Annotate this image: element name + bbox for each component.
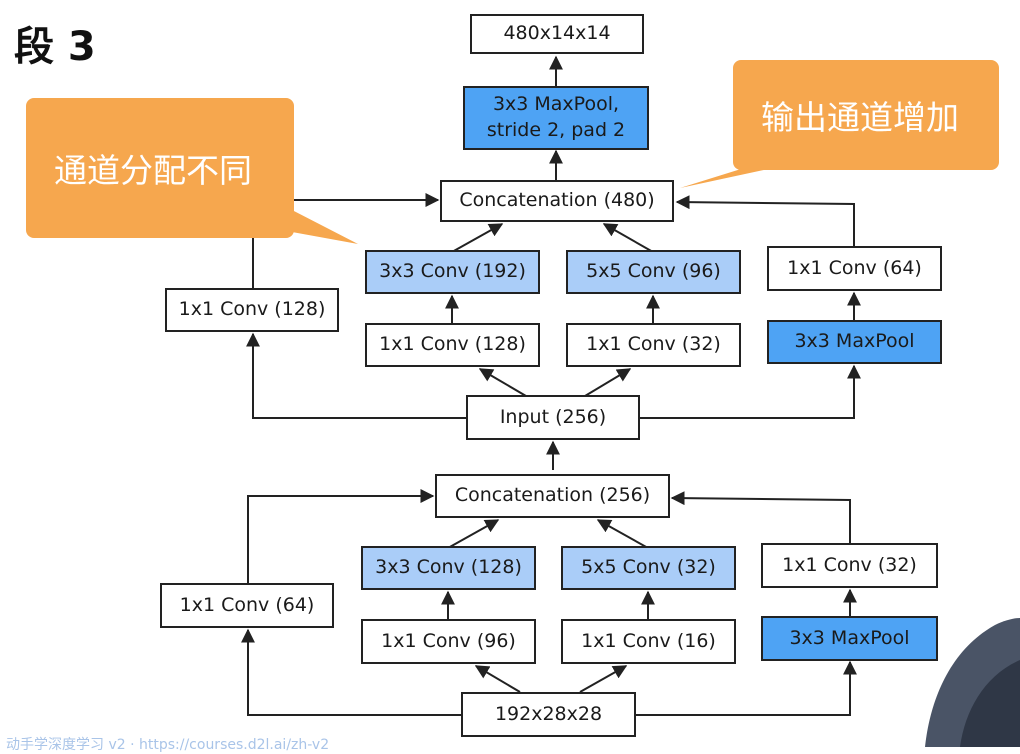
lower-branch3-conv5x5: 5x5 Conv (32) <box>561 546 736 590</box>
upper-branch2-conv1x1: 1x1 Conv (128) <box>365 323 540 367</box>
lower-concat-box: Concatenation (256) <box>435 474 670 518</box>
upper-branch4-conv1x1: 1x1 Conv (64) <box>767 246 942 291</box>
slide-title: 段 3 <box>14 24 96 70</box>
upper-branch3-conv1x1: 1x1 Conv (32) <box>566 323 741 367</box>
callout-right: 输出通道增加 <box>733 60 999 170</box>
upper-branch2-conv3x3: 3x3 Conv (192) <box>365 250 540 294</box>
upper-branch1-conv1x1: 1x1 Conv (128) <box>165 288 339 332</box>
lower-input-box: 192x28x28 <box>461 692 636 737</box>
upper-output-box: 480x14x14 <box>470 14 644 54</box>
callout-right-text: 输出通道增加 <box>761 98 959 137</box>
callout-left-text: 通道分配不同 <box>54 151 252 190</box>
callout-left: 通道分配不同 <box>26 98 294 238</box>
lower-branch3-conv1x1: 1x1 Conv (16) <box>561 619 736 664</box>
footer-caption: 动手学深度学习 v2 · https://courses.d2l.ai/zh-v… <box>6 737 330 753</box>
upper-input-box: Input (256) <box>466 395 640 440</box>
lower-branch4-maxpool: 3x3 MaxPool <box>761 616 938 661</box>
lower-branch2-conv1x1: 1x1 Conv (96) <box>361 619 536 664</box>
lower-branch1-conv1x1: 1x1 Conv (64) <box>160 583 334 628</box>
lower-branch4-conv1x1: 1x1 Conv (32) <box>761 543 938 588</box>
upper-concat-box: Concatenation (480) <box>440 180 674 222</box>
upper-maxpool-stride-box: 3x3 MaxPool, stride 2, pad 2 <box>463 86 649 150</box>
presenter-image <box>925 618 1020 747</box>
upper-branch3-conv5x5: 5x5 Conv (96) <box>566 250 741 294</box>
lower-branch2-conv3x3: 3x3 Conv (128) <box>361 546 536 590</box>
upper-branch4-maxpool: 3x3 MaxPool <box>767 320 942 364</box>
